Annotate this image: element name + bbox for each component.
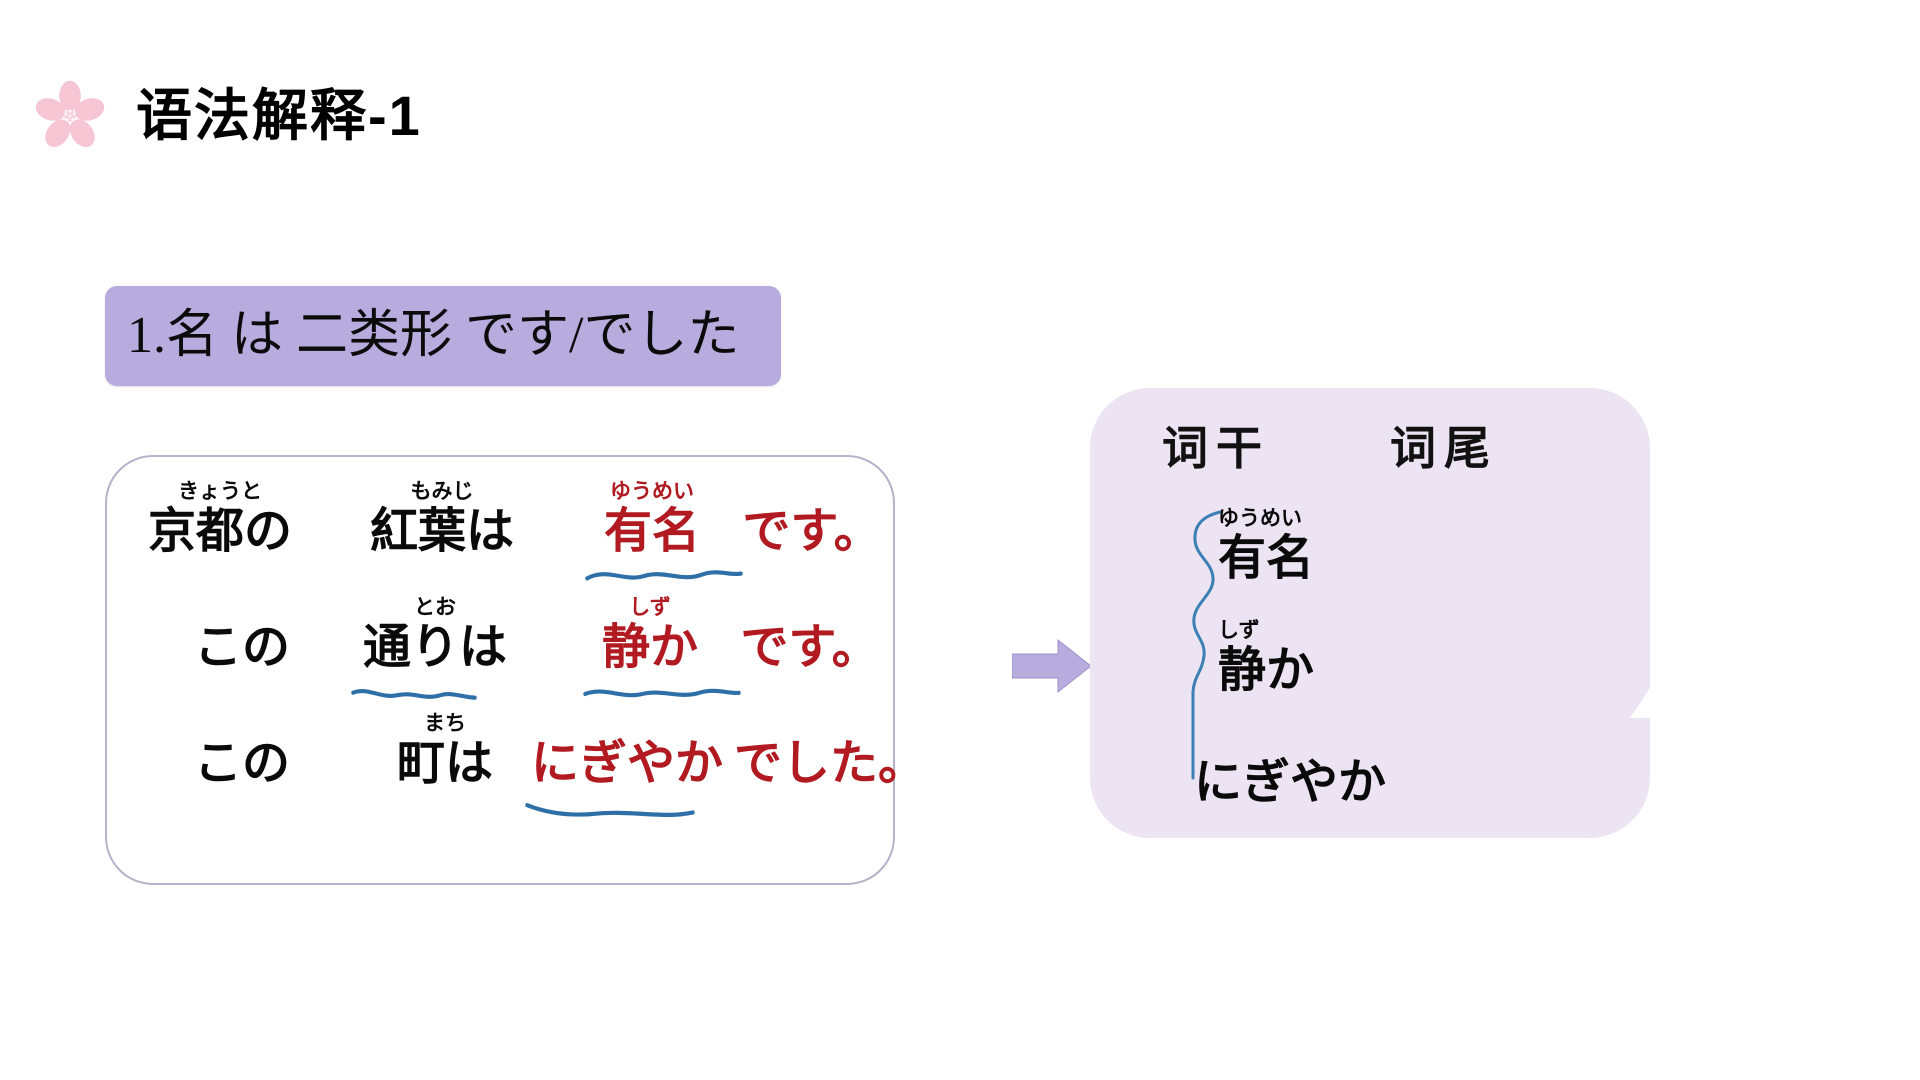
example-sentence-row: この まち 町は にぎやか でした。: [107, 713, 926, 835]
grammar-pattern-banner: 1.名 は 二类形 です/でした: [105, 286, 781, 386]
base-text: です。: [742, 505, 882, 558]
sentence-token-copula: です。: [725, 597, 895, 675]
base-text: にぎやか: [530, 737, 723, 790]
sentence-token: この: [167, 597, 317, 675]
furigana-text: とお: [414, 596, 456, 619]
furigana-text: しず: [629, 596, 671, 619]
furigana-text: きょうと: [178, 480, 262, 503]
example-sentence-row: きょうと 京都の もみじ 紅葉は ゆうめい 有名 です。: [107, 481, 893, 603]
example-sentences-box: きょうと 京都の もみじ 紅葉は ゆうめい 有名 です。 この とお 通り: [105, 455, 926, 885]
example-sentence-row: この とお 通りは しず 静か です。: [107, 597, 893, 719]
base-text: 京都の: [147, 505, 292, 558]
sentence-token-highlight: しず 静か: [575, 597, 725, 675]
sakura-flower-icon: [35, 80, 105, 148]
furigana-text: もみじ: [410, 480, 474, 503]
sentence-token-copula: でした。: [725, 713, 935, 791]
column-header-stem: 词干: [1162, 423, 1270, 474]
base-text: 紅葉は: [369, 505, 514, 558]
base-text: この: [193, 737, 290, 790]
base-text: 通りは: [362, 621, 507, 674]
curly-brace-icon: [1182, 510, 1238, 780]
sentence-token-highlight: ゆうめい 有名: [577, 481, 727, 559]
sentence-token: もみじ 紅葉は: [347, 481, 537, 559]
blue-wavy-underline: [585, 565, 743, 587]
base-text: です。: [740, 621, 880, 674]
panel-background: [1090, 388, 1650, 838]
stem-item: ゆうめい 有名: [1218, 508, 1314, 586]
base-text: 有名: [603, 505, 700, 558]
blue-wavy-underline: [525, 799, 695, 821]
column-header-ending: 词尾: [1390, 423, 1498, 474]
stem-item: しず 静か: [1218, 620, 1314, 698]
sentence-token: きょうと 京都の: [115, 481, 325, 559]
page-title: 语法解释-1: [136, 84, 422, 147]
base-text: にぎやか: [1194, 756, 1387, 809]
furigana-text: しず: [1218, 619, 1260, 642]
sentence-token: まち 町は: [375, 713, 515, 791]
base-text: 有名: [1218, 532, 1315, 585]
stem-ending-panel: 词干 词尾 ゆうめい 有名 しず 静か にぎやか: [1090, 388, 1650, 838]
furigana-text: ゆうめい: [1218, 507, 1302, 530]
right-arrow-icon: [1012, 638, 1092, 694]
blue-wavy-underline: [351, 683, 477, 705]
sentence-token: とお 通りは: [335, 597, 535, 675]
furigana-text: まち: [424, 712, 466, 735]
slide-title-row: 语法解释-1: [34, 80, 422, 152]
blue-wavy-underline: [583, 683, 741, 705]
sentence-token-highlight: にぎやか: [517, 713, 737, 791]
base-text: 静か: [601, 621, 698, 674]
base-text: 町は: [396, 737, 493, 790]
stem-item: にぎやか: [1194, 732, 1386, 810]
furigana-text: ゆうめい: [610, 480, 694, 503]
sentence-token-copula: です。: [727, 481, 897, 559]
base-text: でした。: [733, 737, 926, 790]
base-text: 静か: [1218, 644, 1315, 697]
sentence-token: この: [167, 713, 317, 791]
base-text: この: [193, 621, 290, 674]
grammar-pattern-text: 1.名 は 二类形 です/でした: [127, 307, 740, 364]
